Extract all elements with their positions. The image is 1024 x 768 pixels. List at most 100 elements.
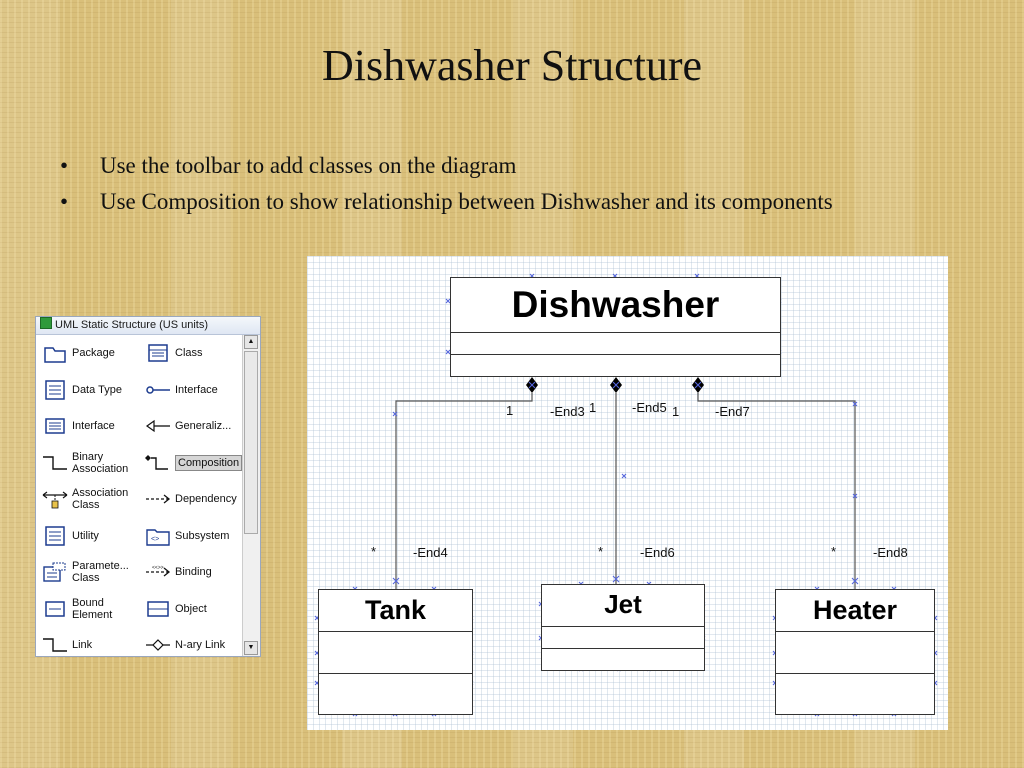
tool-utility[interactable]: Utility: [36, 526, 139, 546]
tool-binary-association[interactable]: Binary Association: [36, 451, 139, 475]
bullet-dot: •: [60, 189, 69, 214]
class-name: Dishwasher: [451, 278, 780, 333]
composition-line-heater[interactable]: [697, 393, 856, 589]
tool-binding[interactable]: <<>> Binding: [139, 562, 242, 582]
toolbox-row: Utility <> Subsystem: [36, 518, 242, 555]
toolbox-row: Link N-ary Link: [36, 627, 242, 656]
tool-association-class[interactable]: Association Class: [36, 487, 139, 511]
tool-label: Composition: [175, 454, 243, 471]
class-operations-compartment: [542, 649, 704, 670]
toolbox-title: UML Static Structure (US units): [55, 319, 209, 331]
utility-icon: [40, 526, 70, 546]
bullet-dot: •: [60, 153, 69, 178]
multiplicity-label: 1: [589, 400, 597, 415]
class-name: Heater: [776, 590, 934, 632]
n-ary-link-icon: [143, 635, 173, 655]
association-class-icon: [40, 489, 70, 509]
tool-n-ary-link[interactable]: N-ary Link: [139, 635, 242, 655]
data-type-icon: [40, 380, 70, 400]
scroll-up-arrow-icon[interactable]: ▲: [244, 335, 258, 349]
tool-composition[interactable]: Composition: [139, 453, 243, 473]
class-name: Jet: [542, 585, 704, 627]
tool-class[interactable]: Class: [139, 343, 242, 363]
toolbox-row: Paramete... Class <<>> Binding: [36, 554, 242, 591]
tool-label: Paramete... Class: [72, 560, 129, 585]
class-attributes-compartment: [451, 333, 780, 355]
role-label: -End8: [873, 545, 908, 560]
package-icon: [40, 343, 70, 363]
tool-label: Class: [175, 347, 203, 360]
tool-label: Link: [72, 639, 93, 652]
class-tank[interactable]: Tank: [318, 589, 473, 715]
svg-text:<<>>: <<>>: [152, 565, 164, 571]
role-label: -End7: [715, 404, 750, 419]
link-icon: [40, 635, 70, 655]
bullet-list: • Use the toolbar to add classes on the …: [60, 150, 880, 222]
tool-interface-lollipop[interactable]: Interface: [139, 380, 242, 400]
tool-label: Binding: [175, 566, 212, 579]
class-icon: [143, 343, 173, 363]
bullet-item: • Use the toolbar to add classes on the …: [60, 150, 880, 182]
tool-label: Utility: [72, 529, 99, 542]
tool-data-type[interactable]: Data Type: [36, 380, 139, 400]
tool-label: Subsystem: [175, 529, 230, 542]
stencil-icon: [40, 317, 52, 329]
tool-label: Interface: [175, 383, 218, 396]
uml-toolbox-panel: UML Static Structure (US units) Package …: [35, 316, 261, 657]
dependency-arrow-icon: [143, 489, 173, 509]
tool-dependency[interactable]: Dependency: [139, 489, 242, 509]
svg-text:<>: <>: [151, 536, 159, 543]
role-label: -End5: [632, 400, 667, 415]
bound-element-icon: [40, 599, 70, 619]
toolbox-scrollbar[interactable]: ▲ ▼: [242, 335, 260, 656]
tool-bound-element[interactable]: Bound Element: [36, 597, 139, 621]
tool-link[interactable]: Link: [36, 635, 139, 655]
interface-lollipop-icon: [143, 380, 173, 400]
class-attributes-compartment: [776, 632, 934, 674]
toolbox-row: Bound Element Object: [36, 591, 242, 628]
bullet-text: Use Composition to show relationship bet…: [100, 189, 833, 214]
tool-label: Object: [175, 602, 207, 615]
multiplicity-label: 1: [506, 403, 514, 418]
tool-interface-box[interactable]: Interface: [36, 416, 139, 436]
tool-label: Data Type: [72, 383, 122, 396]
tool-label: Dependency: [175, 493, 237, 506]
tool-label: Interface: [72, 420, 115, 433]
tool-subsystem[interactable]: <> Subsystem: [139, 526, 242, 546]
class-attributes-compartment: [319, 632, 472, 674]
class-operations-compartment: [451, 355, 780, 376]
toolbox-row: Association Class Dependency: [36, 481, 242, 518]
tool-package[interactable]: Package: [36, 343, 139, 363]
class-attributes-compartment: [542, 627, 704, 649]
parameterized-class-icon: [40, 562, 70, 582]
tool-parameterized-class[interactable]: Paramete... Class: [36, 560, 139, 584]
composition-line-tank[interactable]: [395, 393, 533, 589]
class-heater[interactable]: Heater: [775, 589, 935, 715]
class-dishwasher[interactable]: Dishwasher: [450, 277, 781, 377]
multiplicity-label: *: [598, 544, 604, 559]
toolbox-row: Interface Generaliz...: [36, 408, 242, 445]
tool-generalization[interactable]: Generaliz...: [139, 416, 242, 436]
toolbox-header[interactable]: UML Static Structure (US units): [36, 317, 260, 335]
scroll-down-arrow-icon[interactable]: ▼: [244, 641, 258, 655]
tool-label: Binary Association: [72, 450, 129, 475]
tool-label: Association Class: [72, 487, 129, 512]
subsystem-icon: <>: [143, 526, 173, 546]
tool-label: Bound Element: [72, 596, 113, 621]
scroll-thumb[interactable]: [244, 351, 258, 534]
composition-icon: [143, 453, 173, 473]
diagram-canvas[interactable]: Dishwasher Tank Jet Heater 1 -End3 1 -En…: [307, 256, 948, 730]
multiplicity-label: *: [371, 544, 377, 559]
tool-label: N-ary Link: [175, 639, 226, 652]
toolbox-row: Package Class: [36, 335, 242, 372]
role-label: -End6: [640, 545, 675, 560]
object-icon: [143, 599, 173, 619]
bullet-text: Use the toolbar to add classes on the di…: [100, 153, 517, 178]
class-jet[interactable]: Jet: [541, 584, 705, 671]
class-operations-compartment: [776, 674, 934, 714]
tool-object[interactable]: Object: [139, 599, 242, 619]
bullet-item: • Use Composition to show relationship b…: [60, 186, 880, 218]
generalization-arrow-icon: [143, 416, 173, 436]
slide-title: Dishwasher Structure: [321, 41, 702, 90]
toolbox-grid: Package Class Data Type Interface Interf…: [36, 335, 243, 656]
